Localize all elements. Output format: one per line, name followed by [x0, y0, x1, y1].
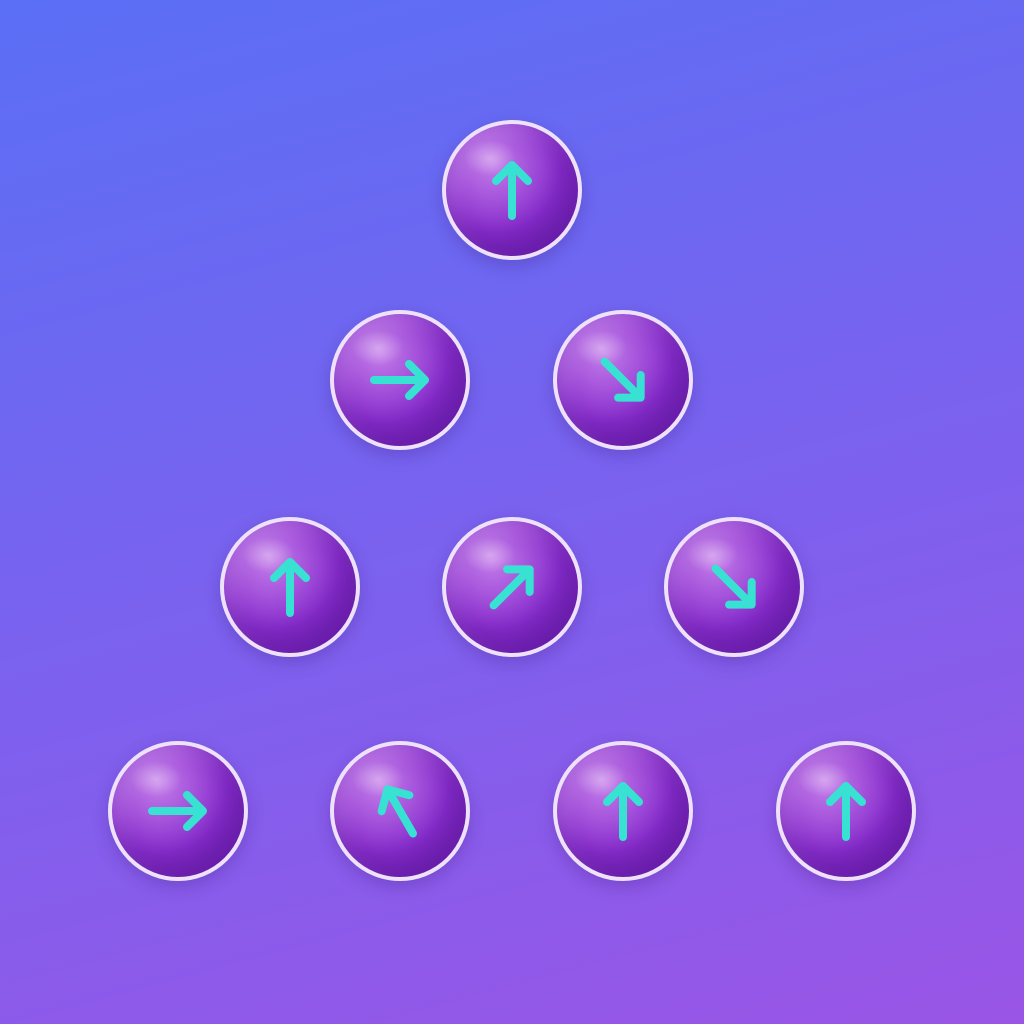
arrow-up-icon: [270, 558, 310, 617]
arrow-up-left-icon: [377, 785, 417, 838]
ball-gloss: [352, 761, 404, 797]
arrow-up-icon: [603, 782, 643, 841]
arrow-ball-r4-c2[interactable]: [330, 741, 470, 881]
arrow-right-icon: [370, 360, 429, 400]
ball-gloss: [575, 761, 627, 797]
arrow-ball-r4-c1[interactable]: [108, 741, 248, 881]
ball-gloss: [352, 330, 404, 366]
ball-gloss: [798, 761, 850, 797]
ball-gloss: [130, 761, 182, 797]
arrow-ball-r4-c4[interactable]: [776, 741, 916, 881]
arrow-right-icon: [148, 791, 207, 831]
arrow-down-right-icon: [711, 564, 756, 609]
arrow-ball-r3-c2[interactable]: [442, 517, 582, 657]
arrow-ball-r2-c1[interactable]: [330, 310, 470, 450]
arrow-ball-r2-c2[interactable]: [553, 310, 693, 450]
ball-gloss: [686, 537, 738, 573]
arrow-up-icon: [826, 782, 866, 841]
ball-gloss: [242, 537, 294, 573]
arrow-ball-r3-c1[interactable]: [220, 517, 360, 657]
arrow-ball-r3-c3[interactable]: [664, 517, 804, 657]
arrow-ball-r4-c3[interactable]: [553, 741, 693, 881]
ball-gloss: [575, 330, 627, 366]
arrow-ball-r1-c1[interactable]: [442, 120, 582, 260]
ball-gloss: [464, 140, 516, 176]
arrow-down-right-icon: [600, 357, 645, 402]
arrow-up-right-icon: [489, 565, 534, 610]
arrow-up-icon: [492, 161, 532, 220]
ball-gloss: [464, 537, 516, 573]
